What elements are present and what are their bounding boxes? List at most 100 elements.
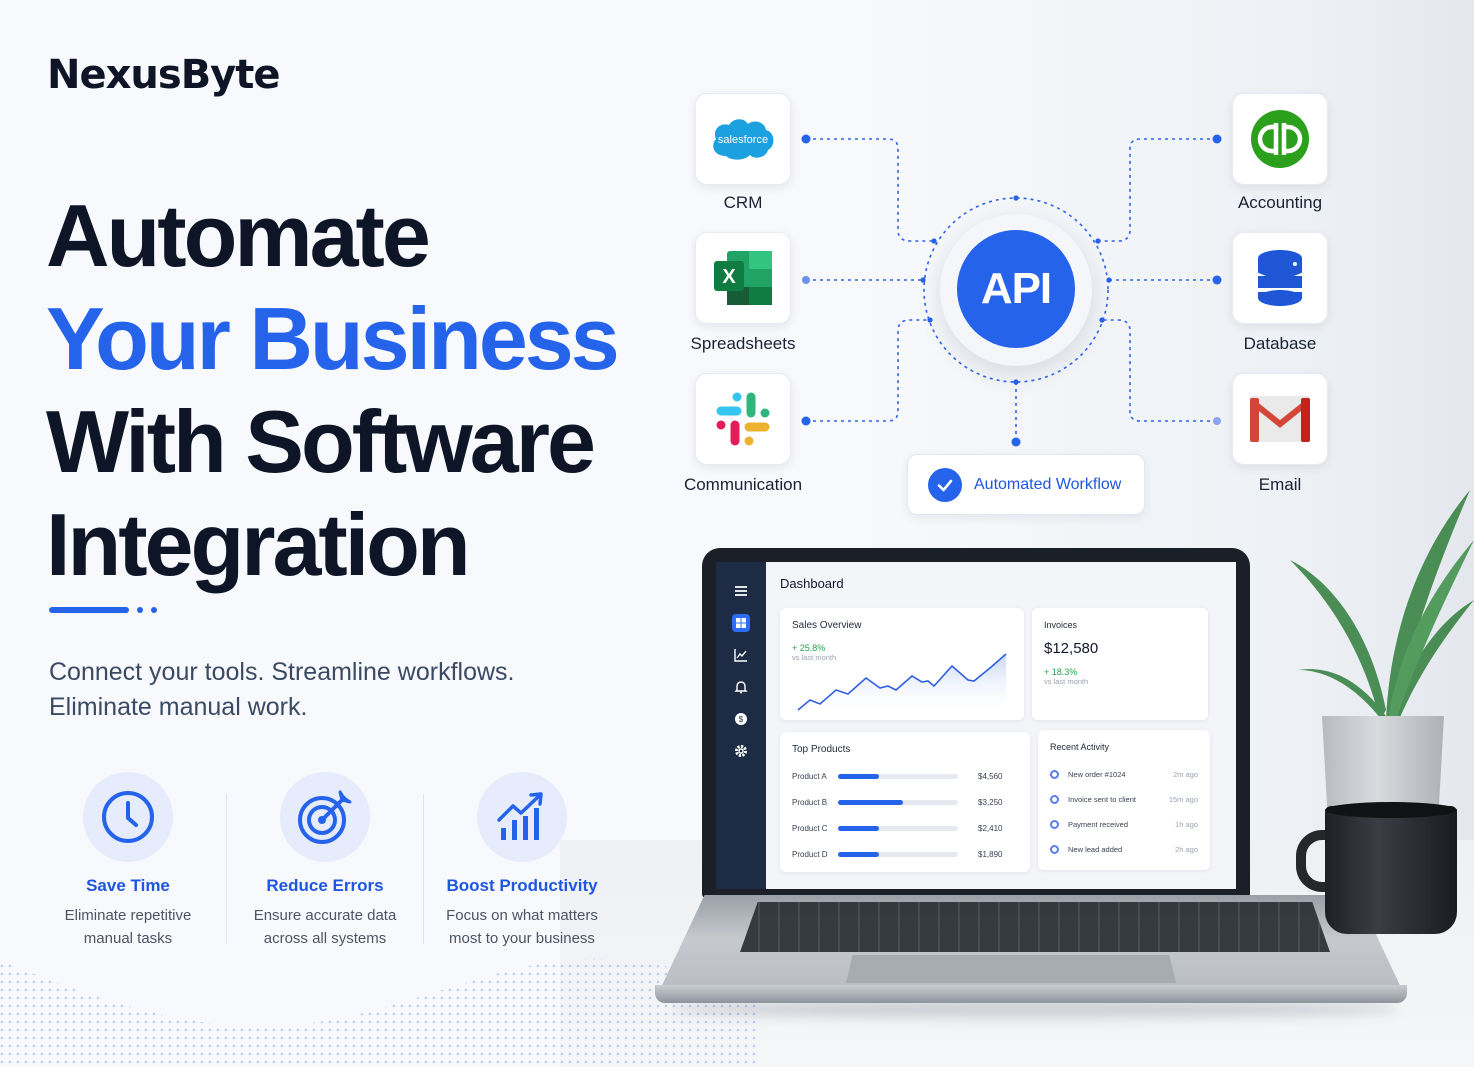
svg-text:X: X (722, 266, 736, 288)
feature-boost-productivity: Boost Productivity Focus on what matters… (424, 772, 620, 950)
connector-lines (801, 134, 1222, 447)
laptop-trackpad (846, 955, 1176, 983)
product-row: Product C $2,410 (792, 823, 1003, 833)
accent-dot (137, 607, 143, 613)
automated-workflow-badge[interactable]: Automated Workflow (907, 454, 1145, 515)
top-products-card[interactable]: Top Products Product A $4,560 Product B … (780, 732, 1030, 872)
invoices-change: + 18.3% (1044, 667, 1078, 677)
settings-icon[interactable] (732, 742, 750, 760)
sales-overview-card[interactable]: Sales Overview + 25.8% vs last month (780, 608, 1024, 720)
activity-dot-icon (1050, 820, 1059, 829)
recent-activity-card[interactable]: Recent Activity New order #1024 2m ago I… (1038, 730, 1210, 870)
sales-line-chart (797, 653, 1007, 716)
database-icon (1257, 250, 1303, 306)
sales-note: vs last month (792, 653, 837, 662)
activity-row: New lead added 2h ago (1050, 837, 1198, 862)
activity-row: Payment received 1h ago (1050, 812, 1198, 837)
integration-diagram: salesforce CRM X Spreadsheets Communicat… (683, 93, 1328, 515)
email-label: Email (1258, 475, 1302, 494)
invoices-value: $12,580 (1044, 640, 1099, 657)
activity-dot-icon (1050, 845, 1059, 854)
card-title: Recent Activity (1050, 742, 1110, 752)
target-icon (280, 772, 370, 862)
activity-dot-icon (1050, 795, 1059, 804)
card-title: Invoices (1044, 620, 1078, 630)
invoices-card[interactable]: Invoices $12,580 + 18.3% vs last month (1032, 608, 1208, 720)
feature-divider (226, 794, 227, 944)
feature-title: Boost Productivity (446, 876, 598, 895)
dashboard-icon[interactable] (732, 614, 750, 632)
dotted-wave-decoration (0, 958, 760, 1067)
spreadsheets-integration-tile[interactable]: X (695, 232, 791, 324)
brand-logo: NexusByte (47, 52, 281, 98)
laptop-shadow (670, 1000, 1400, 1018)
sales-change: + 25.8% (792, 643, 826, 653)
invoices-note: vs last month (1044, 677, 1089, 686)
database-integration-tile[interactable] (1232, 232, 1328, 324)
hero-headline: Automate Your Business With Software Int… (46, 184, 620, 596)
quickbooks-icon (1251, 110, 1309, 168)
mug-handle (1296, 830, 1344, 892)
salesforce-icon: salesforce (713, 119, 774, 160)
api-hub[interactable]: API (957, 230, 1075, 348)
communication-integration-tile[interactable] (695, 373, 791, 465)
activity-dot-icon (1050, 770, 1059, 779)
analytics-icon[interactable] (732, 646, 750, 664)
product-row: Product A $4,560 (792, 771, 1003, 781)
product-row: Product B $3,250 (792, 797, 1003, 807)
workflow-label: Automated Workflow (974, 475, 1122, 493)
mug-rim (1325, 802, 1457, 818)
hero-subtitle: Connect your tools. Streamline workflows… (49, 655, 569, 725)
product-row: Product D $1,890 (792, 849, 1003, 859)
headline-line-1: Automate (46, 186, 431, 285)
clock-icon (83, 772, 173, 862)
feature-title: Reduce Errors (266, 876, 384, 895)
growth-chart-icon (477, 772, 567, 862)
feature-divider (423, 794, 424, 944)
accent-divider (49, 607, 157, 613)
accent-line (49, 607, 129, 613)
slack-icon (716, 392, 770, 446)
subtitle-line-1: Connect your tools. Streamline workflows… (49, 658, 515, 686)
svg-text:$: $ (739, 715, 744, 724)
accent-dot (151, 607, 157, 613)
excel-icon: X (714, 251, 772, 305)
accounting-label: Accounting (1237, 193, 1323, 212)
dashboard-main: Dashboard Sales Overview + 25.8% vs last… (766, 562, 1236, 889)
activity-row: Invoice sent to client 15m ago (1050, 787, 1198, 812)
communication-label: Communication (683, 475, 803, 494)
checkmark-icon (928, 467, 962, 502)
feature-title: Save Time (86, 876, 170, 895)
gmail-icon (1250, 396, 1310, 442)
coffee-mug (1325, 806, 1457, 934)
card-title: Top Products (792, 744, 851, 755)
accounting-integration-tile[interactable] (1232, 93, 1328, 185)
billing-icon[interactable]: $ (732, 710, 750, 728)
card-title: Sales Overview (792, 620, 862, 631)
headline-line-4: Integration (46, 495, 471, 594)
laptop-base-edge (655, 985, 1407, 1003)
headline-line-3: With Software (46, 392, 596, 491)
crm-label: CRM (723, 193, 763, 212)
activity-row: New order #1024 2m ago (1050, 762, 1198, 787)
dashboard-sidebar: $ (716, 562, 766, 889)
laptop-screen: $ Dashboard Sales Overview + 25.8% vs la… (716, 562, 1236, 889)
crm-integration-tile[interactable]: salesforce (695, 93, 791, 185)
svg-text:salesforce: salesforce (718, 134, 768, 146)
spreadsheets-label: Spreadsheets (690, 334, 796, 353)
subtitle-line-2: Eliminate manual work. (49, 693, 308, 721)
headline-line-2: Your Business (46, 289, 620, 388)
menu-icon[interactable] (732, 582, 750, 600)
dashboard-title: Dashboard (780, 576, 844, 591)
laptop-keyboard (740, 902, 1330, 952)
bell-icon[interactable] (732, 678, 750, 696)
plant-leaves (1290, 490, 1474, 722)
email-integration-tile[interactable] (1232, 373, 1328, 465)
database-label: Database (1243, 334, 1317, 353)
